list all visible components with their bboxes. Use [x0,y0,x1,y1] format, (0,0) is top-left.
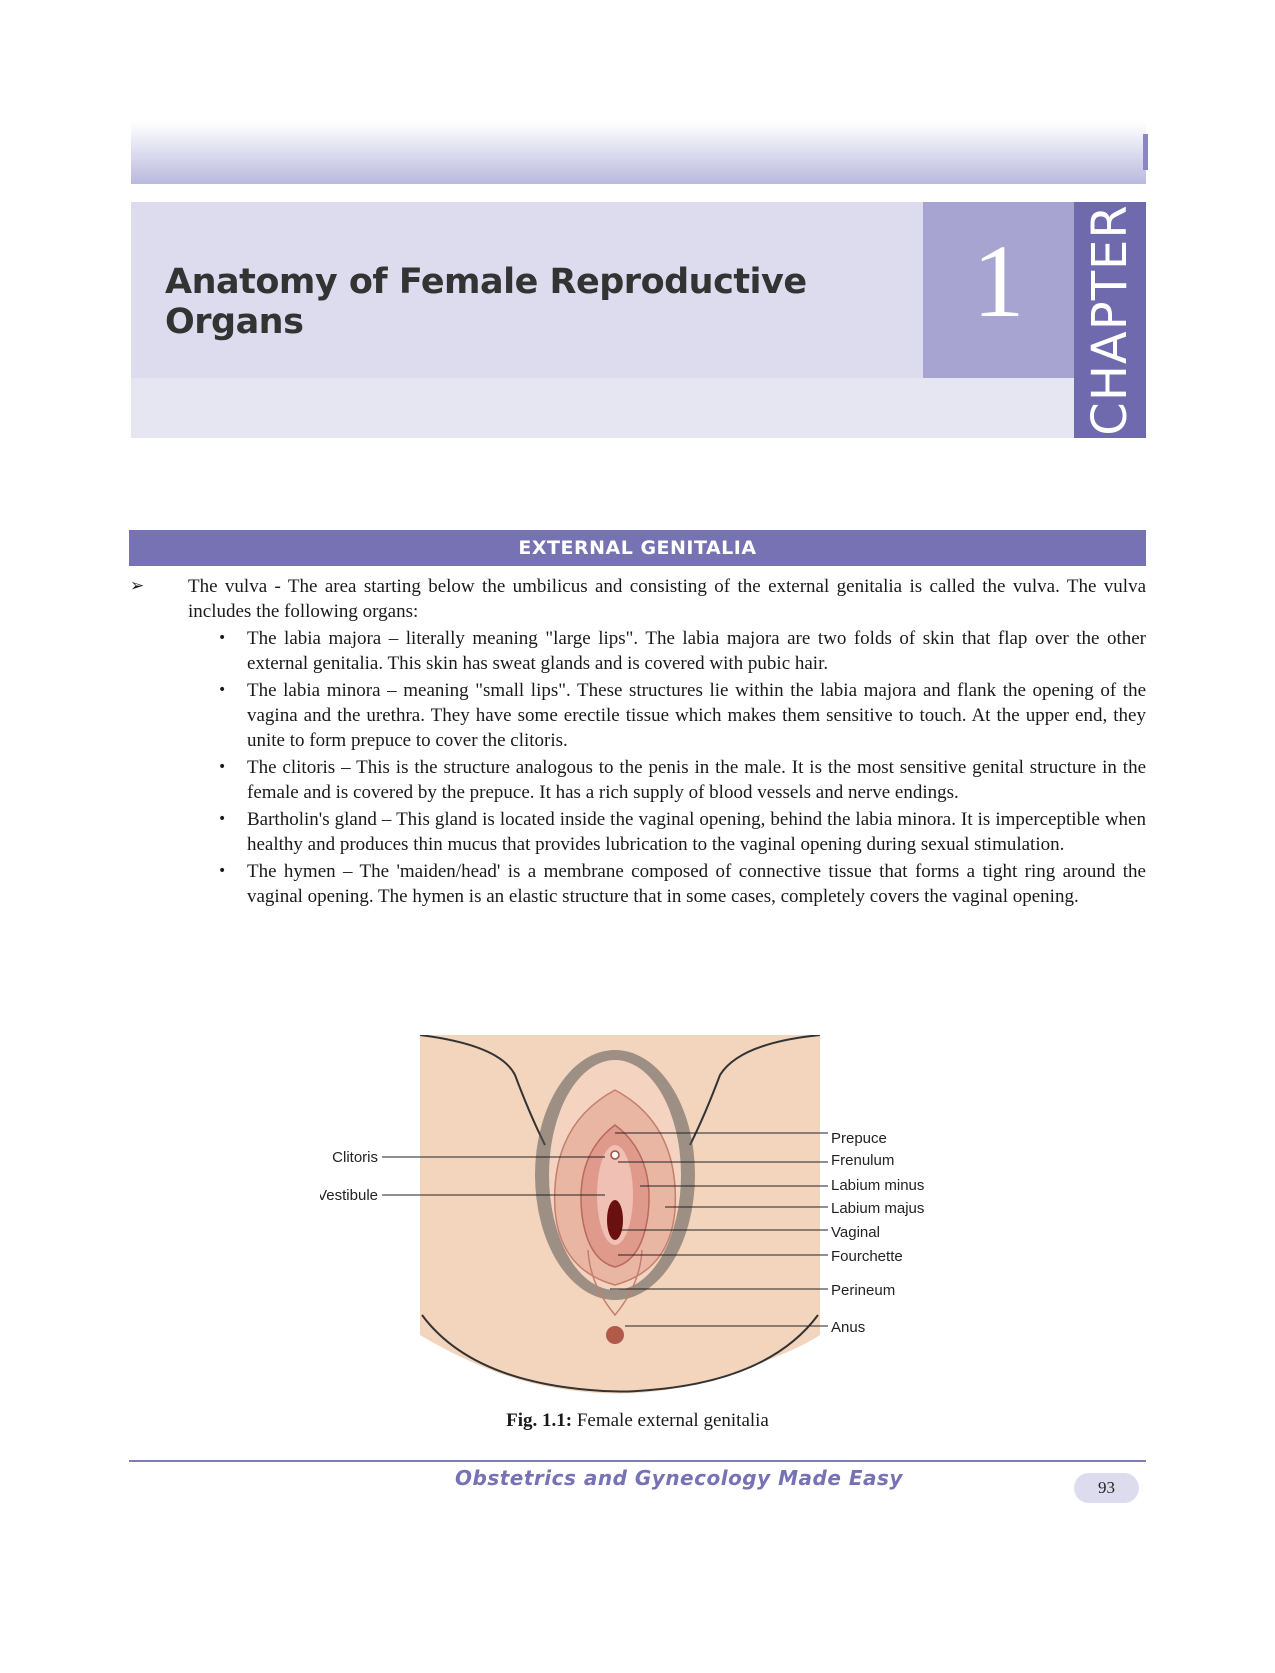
label-prepuce: Prepuce [831,1130,887,1147]
external-genitalia-illustration: Clitoris Vestibule Prepuce Frenulum Labi… [320,1035,924,1394]
chapter-title: Anatomy of Female Reproductive Organs [165,262,807,342]
list-item: Bartholin's gland – This gland is locate… [218,807,1146,857]
arrow-bullet-icon: ➢ [130,576,145,596]
header-gradient-band [131,122,1146,184]
label-perineum: Perineum [831,1282,895,1299]
chapter-header: Anatomy of Female Reproductive Organs 1 … [131,202,1146,438]
figure-caption-text: Female external genitalia [572,1410,769,1431]
perineum-outline [587,1249,643,1317]
header-band-tick [1143,134,1148,170]
intro-paragraph: The vulva - The area starting below the … [188,576,1146,622]
label-fourchette: Fourchette [831,1248,903,1265]
chapter-number: 1 [972,224,1025,339]
list-item: The clitoris – This is the structure ana… [218,755,1146,805]
clitoris-mark [610,1150,620,1160]
label-anus: Anus [831,1319,865,1336]
chapter-title-panel: Anatomy of Female Reproductive Organs [131,202,923,378]
vestibule [597,1145,633,1245]
section-heading: EXTERNAL GENITALIA [129,530,1146,566]
label-frenulum: Frenulum [831,1152,894,1169]
page-number: 93 [1074,1473,1139,1503]
buttocks-outline [421,1314,819,1393]
thigh-outline-right [689,1035,821,1146]
chapter-label-panel: CHAPTER [1074,202,1146,438]
anatomy-figure: Clitoris Vestibule Prepuce Frenulum Labi… [320,1035,970,1395]
thigh-outline-left [419,1035,546,1146]
vaginal-opening [607,1200,623,1240]
list-item: The labia majora – literally meaning "la… [218,626,1146,676]
footer-rule [129,1460,1146,1462]
label-labium-minus: Labium minus [831,1177,924,1194]
label-labium-majus: Labium majus [831,1200,924,1217]
chapter-header-lower-band [131,378,1074,438]
body-content: ➢ The vulva - The area starting below th… [128,574,1146,911]
organ-list: The labia majora – literally meaning "la… [218,626,1146,909]
list-item: The hymen – The 'maiden/head' is a membr… [218,859,1146,909]
figure-caption-label: Fig. 1.1: [506,1410,573,1431]
list-item: The labia minora – meaning "small lips".… [218,678,1146,753]
chapter-number-panel: 1 [923,202,1074,378]
figure-caption: Fig. 1.1: Female external genitalia [0,1410,1275,1432]
label-vaginal: Vaginal [831,1224,880,1241]
chapter-label: CHAPTER [1082,204,1138,436]
label-vestibule: Vestibule [320,1187,378,1204]
label-clitoris: Clitoris [332,1149,378,1166]
footer-book-title: Obstetrics and Gynecology Made Easy [455,1466,903,1490]
anus-mark [606,1326,624,1344]
